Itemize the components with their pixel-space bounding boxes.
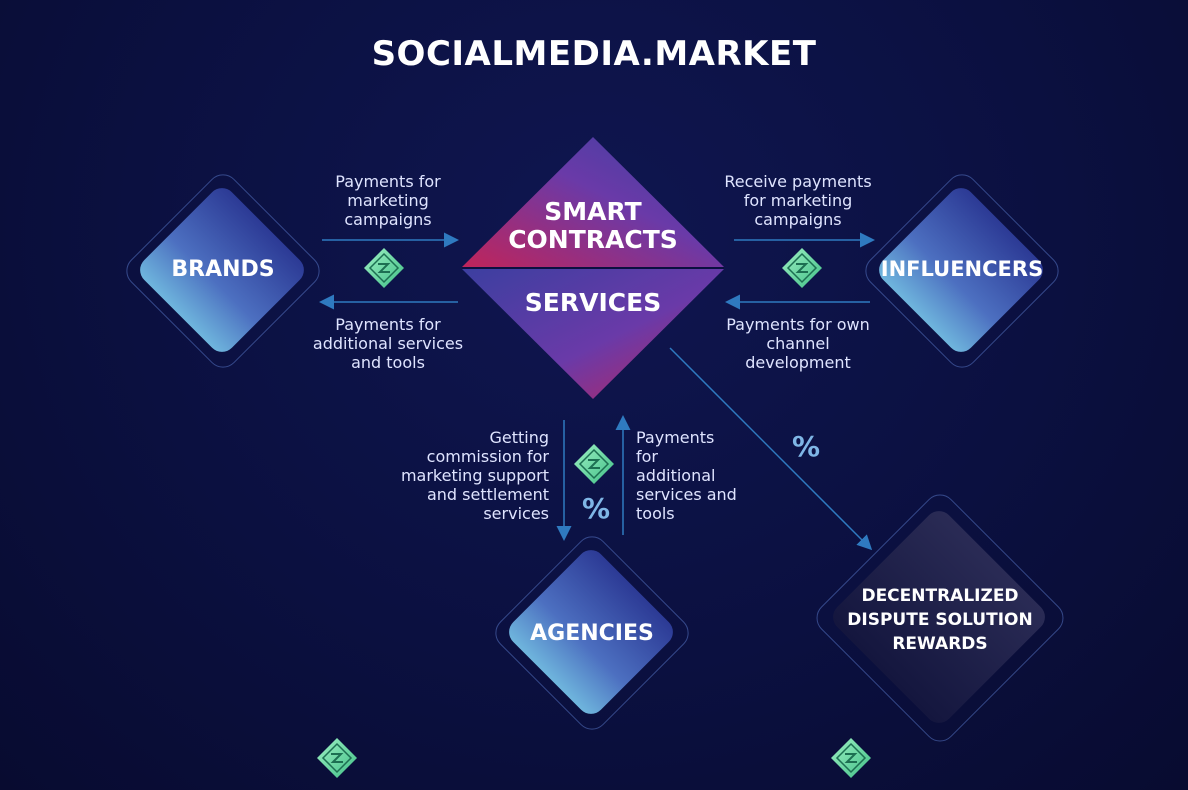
- agencies-label: AGENCIES: [530, 621, 654, 646]
- dispute-label: DECENTRALIZED DISPUTE SOLUTION REWARDS: [847, 586, 1033, 654]
- agencies-node: AGENCIES: [488, 529, 696, 737]
- token-icon: [316, 737, 358, 779]
- flow-agencies-to-services-text: Payments for additional services and too…: [636, 428, 737, 523]
- influencers-node: INFLUENCERS: [858, 167, 1066, 375]
- flow-brands-to-contracts-text: Payments for marketing campaigns: [335, 172, 441, 229]
- dispute-node: DECENTRALIZED DISPUTE SOLUTION REWARDS: [809, 487, 1071, 749]
- flow-services-to-agencies-text: Getting commission for marketing support…: [400, 428, 549, 523]
- arrow-services-to-dispute: [669, 347, 873, 551]
- influencers-label: INFLUENCERS: [880, 257, 1044, 281]
- services-label: SERVICES: [524, 288, 662, 317]
- flow-influencers-to-services-text: Payments for own channel development: [726, 315, 870, 372]
- token-icon: [830, 737, 872, 779]
- flow-services-to-brands-text: Payments for additional services and too…: [312, 315, 464, 372]
- percent-symbol-dispute: %: [792, 430, 821, 463]
- services-shape: [462, 269, 724, 399]
- flow-contracts-to-influencers-text: Receive payments for marketing campaigns: [724, 172, 872, 229]
- token-icon: [781, 247, 823, 289]
- smart-contracts-label: SMART CONTRACTS: [508, 197, 678, 254]
- percent-symbol-agencies: %: [582, 492, 611, 525]
- token-icon: [363, 247, 405, 289]
- brands-node: BRANDS: [119, 167, 327, 375]
- page-title: SOCIALMEDIA.MARKET: [371, 34, 817, 74]
- smart-contracts-shape: [462, 137, 724, 267]
- brands-label: BRANDS: [171, 257, 275, 282]
- token-icon: [573, 443, 615, 485]
